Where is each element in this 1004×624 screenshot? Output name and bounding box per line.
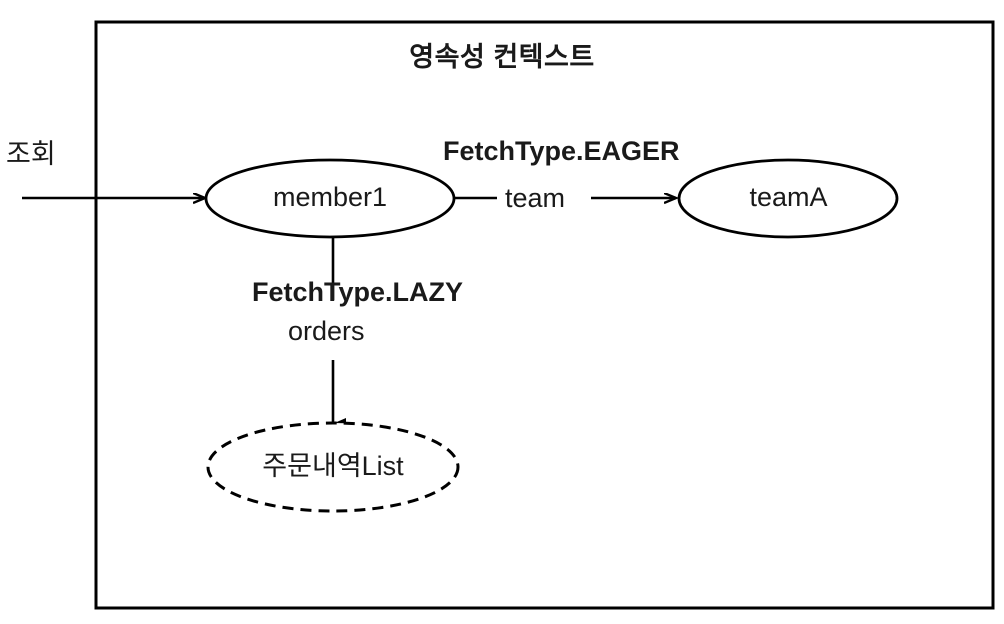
edge-label-orders: orders (288, 316, 365, 346)
persistence-context-box (94, 20, 995, 610)
fetchtype-eager-annotation: FetchType.EAGER (443, 136, 680, 166)
node-member1-label: member1 (272, 182, 388, 212)
node-orders-list-label: 주문내역List (262, 451, 404, 481)
node-teama-label: teamA (749, 182, 828, 212)
fetchtype-lazy-annotation: FetchType.LAZY (252, 277, 464, 307)
entry-label: 조회 (6, 139, 56, 169)
node-teama-shape (677, 158, 899, 239)
node-member1-shape (204, 158, 456, 239)
edge-label-team: team (505, 183, 566, 213)
node-orders-list-shape (206, 421, 460, 513)
page-title: 영속성 컨텍스트 (409, 42, 595, 72)
